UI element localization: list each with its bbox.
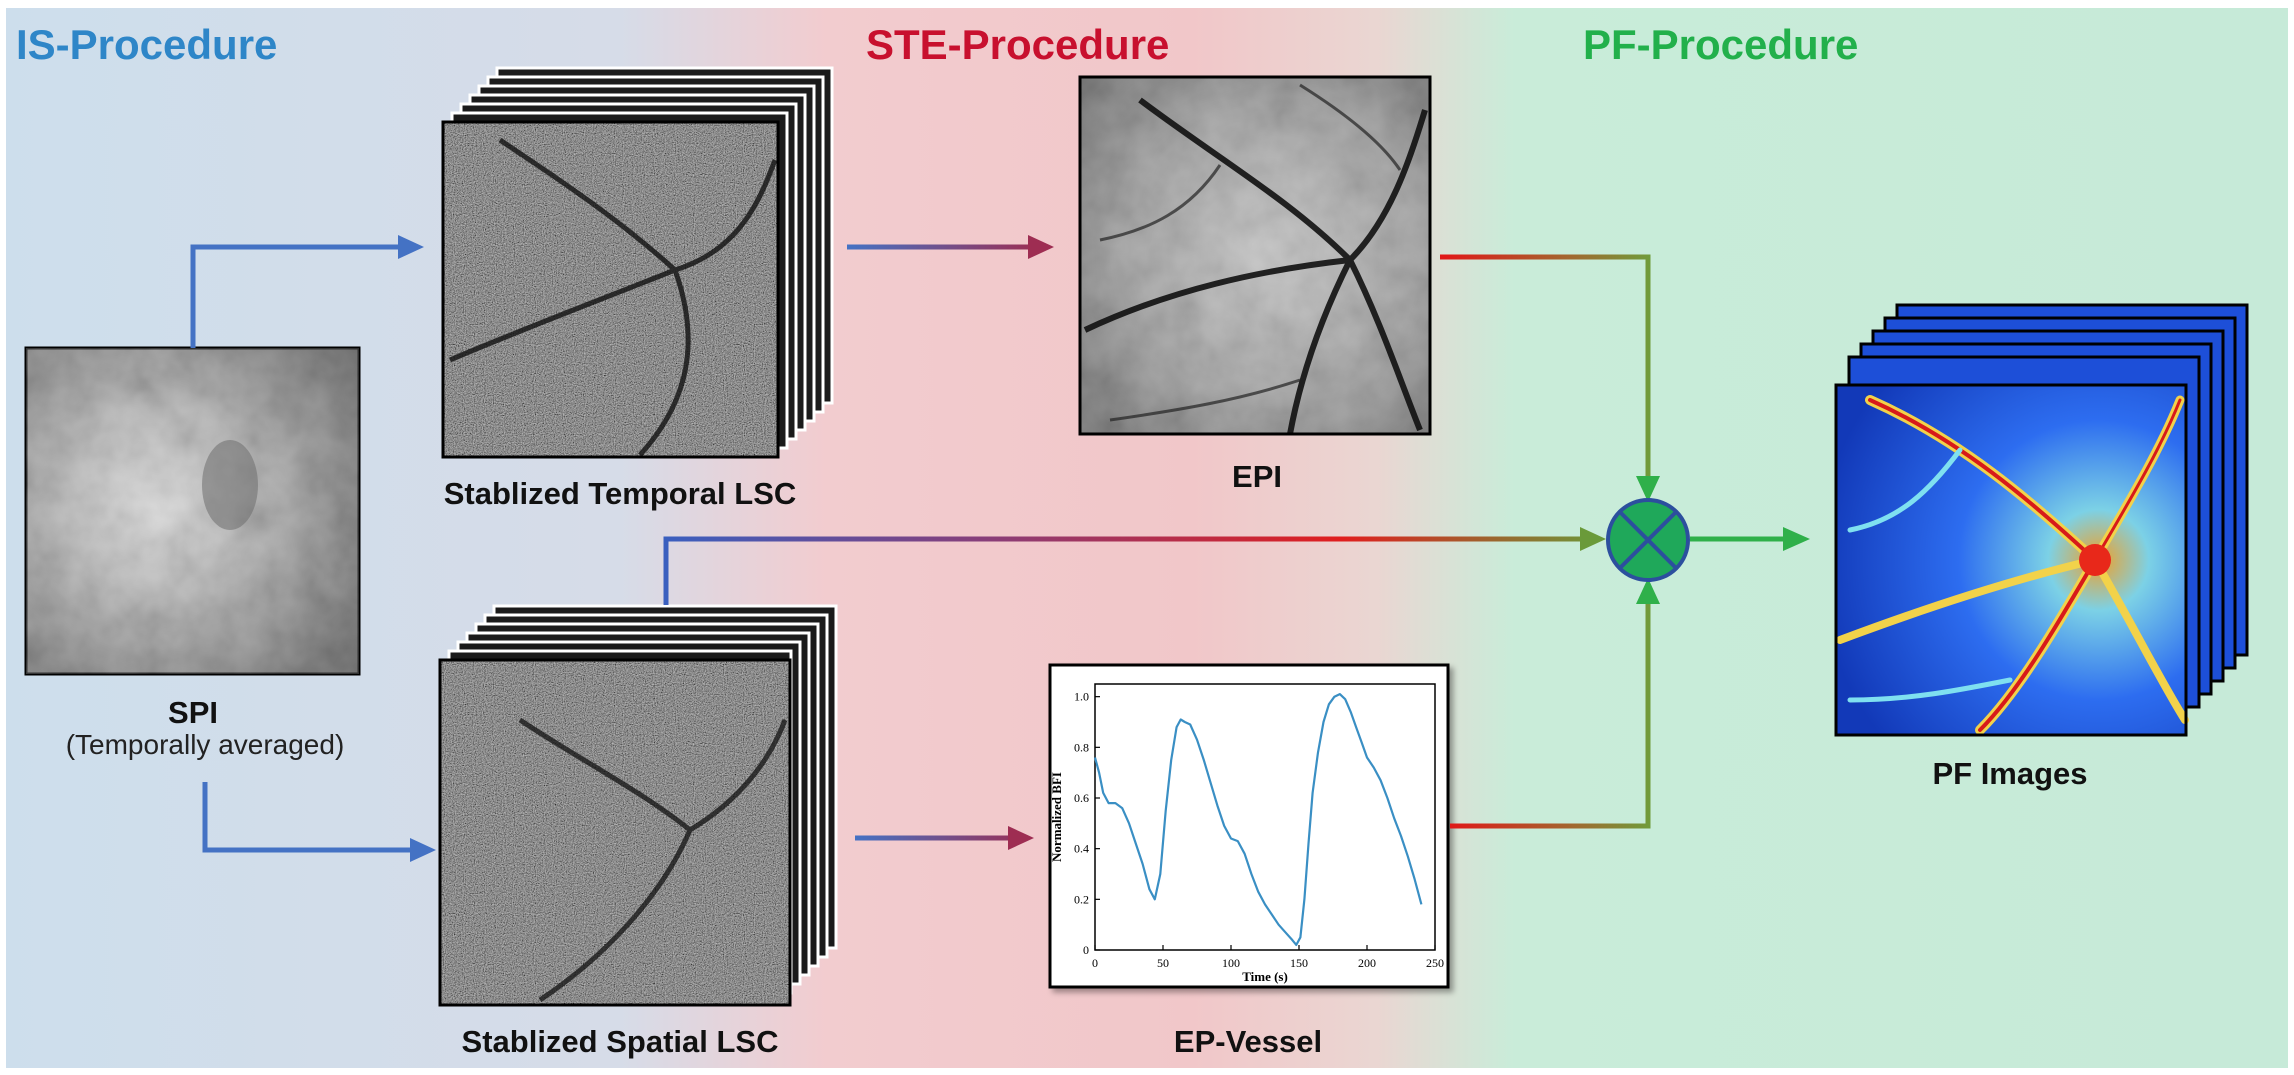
section-title-is: IS-Procedure	[16, 21, 278, 68]
y-axis-label: Normalized BFI	[1049, 772, 1064, 862]
temporal-lsc-stack	[441, 66, 834, 459]
x-tick-label: 200	[1358, 956, 1376, 970]
bfi-series-line	[1093, 692, 1423, 947]
caption-spi-sub: (Temporally averaged)	[65, 729, 345, 760]
caption-ep-vessel: EP-Vessel	[1173, 1024, 1323, 1059]
y-tick-label: 0.4	[1074, 842, 1089, 856]
arrow-epi-to-combiner	[1440, 254, 1660, 502]
x-tick-label: 0	[1092, 956, 1098, 970]
arrow-spi-to-temporal	[190, 235, 424, 348]
y-tick-label: 0.2	[1074, 892, 1089, 906]
multiply-combiner-icon	[1606, 498, 1690, 582]
caption-epi: EPI	[1232, 459, 1282, 494]
spatial-lsc-stack	[438, 604, 838, 1007]
spi-image	[24, 346, 361, 676]
epi-image	[1078, 75, 1432, 436]
pf-images-stack	[1834, 303, 2249, 737]
arrow-spatial-to-combiner	[663, 527, 1606, 605]
arrow-spatial-to-vessel	[855, 826, 1034, 850]
y-tick-label: 0.6	[1074, 791, 1089, 805]
x-tick-label: 150	[1290, 956, 1308, 970]
arrow-spi-to-spatial	[202, 782, 436, 862]
caption-temporal-lsc: Stablized Temporal LSC	[443, 476, 797, 511]
x-tick-label: 100	[1222, 956, 1240, 970]
caption-spatial-lsc: Stablized Spatial LSC	[461, 1024, 779, 1059]
arrow-temporal-to-epi	[847, 235, 1054, 259]
x-tick-label: 250	[1426, 956, 1444, 970]
y-tick-label: 1.0	[1074, 690, 1089, 704]
caption-pf-images: PF Images	[1932, 756, 2088, 791]
chart-plot-area	[1094, 683, 1436, 951]
caption-spi: SPI	[168, 695, 218, 730]
section-title-pf: PF-Procedure	[1583, 21, 1859, 68]
y-tick-label: 0	[1083, 943, 1089, 957]
x-tick-label: 50	[1157, 956, 1169, 970]
section-title-ste: STE-Procedure	[866, 21, 1170, 68]
arrow-vessel-to-combiner	[1450, 578, 1660, 829]
arrow-combiner-to-pf	[1690, 527, 1810, 551]
ep-vessel-frame	[1048, 663, 1450, 989]
y-tick-label: 0.8	[1074, 740, 1089, 754]
x-axis-label: Time (s)	[1242, 969, 1288, 984]
